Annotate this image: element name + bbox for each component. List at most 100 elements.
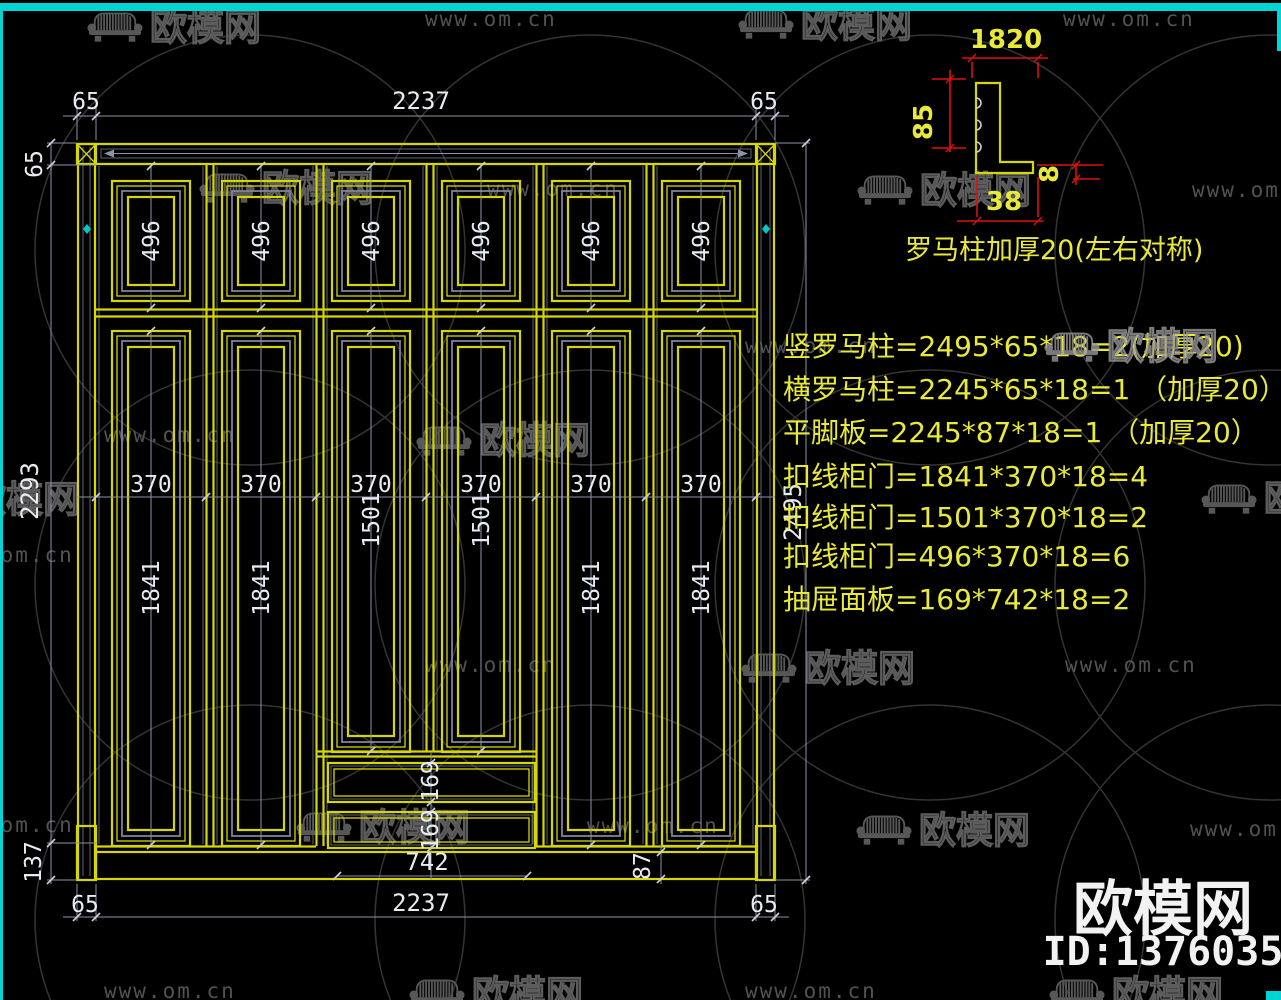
dim-label-bottom-width: 2237 bbox=[392, 889, 450, 917]
l-profile-shape bbox=[974, 81, 1035, 175]
watermark-url: www.om.cn bbox=[1065, 653, 1197, 677]
drawer-width-label: 742 bbox=[405, 848, 448, 876]
leader-arrow-right-icon bbox=[738, 149, 748, 158]
watermark-brand: 欧模网 bbox=[0, 478, 80, 521]
watermark-brand: 欧模网 bbox=[472, 973, 583, 1000]
dim-tick bbox=[91, 492, 761, 502]
parts-list-line: 竖罗马柱=2495*65*18=2(加厚20) bbox=[783, 330, 1244, 363]
parts-list: 竖罗马柱=2495*65*18=2(加厚20) 横罗马柱=2245*65*18=… bbox=[783, 330, 1281, 616]
parts-list-line: 抽屉面板=169*742*18=2 bbox=[783, 583, 1130, 616]
dim-tick bbox=[146, 161, 706, 313]
sofa-brand-watermark-bright: 欧模网 bbox=[1043, 324, 1219, 369]
tall-door-height-label: 1841 bbox=[139, 560, 165, 615]
watermark-url: www.om.cn bbox=[1190, 817, 1281, 841]
watermark-brand: 欧模网 bbox=[479, 419, 590, 462]
dim-label-body-height: 2293 bbox=[16, 462, 44, 520]
door-width-label: 370 bbox=[130, 472, 172, 498]
right-leg bbox=[754, 824, 777, 882]
drawer-height-label: 169 bbox=[418, 760, 444, 802]
dim-label-left-top: 65 bbox=[22, 150, 48, 178]
border-top bbox=[0, 3, 1281, 11]
top-door-height-label: 496 bbox=[359, 220, 385, 262]
wardrobe-elevation: 65 2237 65 65 2237 65 65 2293 137 2495 4… bbox=[16, 87, 811, 922]
top-door-height-label: 496 bbox=[139, 220, 165, 262]
tall-door-height-label: 1841 bbox=[689, 560, 715, 615]
leader-arrow-left-icon bbox=[104, 149, 114, 158]
parts-list-line: 横罗马柱=2245*65*18=1 （加厚20） bbox=[783, 373, 1281, 406]
circle-watermark-pattern bbox=[34, 34, 1281, 1000]
watermark-url: www.om.cn bbox=[1192, 178, 1281, 202]
dim-label-top-right: 65 bbox=[750, 89, 778, 115]
watermark-brand: 欧模网 bbox=[150, 6, 261, 49]
top-door-height-label: 496 bbox=[579, 220, 605, 262]
sheet-border bbox=[0, 3, 1281, 1000]
cabinet-frame bbox=[76, 142, 776, 880]
brand-logo-text: 欧模网 bbox=[1073, 875, 1253, 945]
left-leg bbox=[75, 824, 98, 882]
dim-label-plinth-height: 137 bbox=[21, 841, 47, 883]
parts-list-line: 平脚板=2245*87*18=1 （加厚20） bbox=[783, 416, 1259, 449]
border-left bbox=[0, 11, 3, 1000]
border-right bbox=[1277, 11, 1281, 51]
tall-door-height-label: 1841 bbox=[249, 560, 275, 615]
watermark-brand: 欧模网 bbox=[1107, 325, 1218, 368]
door-width-label: 370 bbox=[240, 472, 282, 498]
dim-tick bbox=[146, 326, 706, 850]
border-corner bbox=[1266, 991, 1281, 1000]
dim-tick bbox=[46, 138, 811, 885]
dim-tick bbox=[332, 758, 666, 884]
watermark-brand: 欧模网 bbox=[1112, 973, 1223, 1000]
parts-list-line: 扣线柜门=1841*370*18=4 bbox=[783, 460, 1148, 493]
base-height-label: 87 bbox=[630, 852, 656, 880]
top-door-height-label: 496 bbox=[469, 220, 495, 262]
mid-door-height-label: 1501 bbox=[359, 492, 385, 547]
model-id-text: ID:1376035 bbox=[1043, 929, 1281, 975]
mid-door-height-label: 1501 bbox=[469, 492, 495, 547]
dim-tick bbox=[72, 111, 780, 922]
tall-door-height-label: 1841 bbox=[579, 560, 605, 615]
watermark-brand: 欧模网 bbox=[920, 169, 1031, 212]
top-rail-inner-strip bbox=[100, 148, 752, 159]
corner-x-box bbox=[75, 142, 98, 166]
watermark-url: www.om.cn bbox=[104, 423, 236, 447]
dim-extension-line bbox=[47, 108, 810, 921]
dim-label-top-left: 65 bbox=[72, 89, 100, 115]
detail-dim-8: 8 bbox=[1035, 165, 1065, 183]
detail-dim-85: 85 bbox=[909, 104, 939, 140]
panel-shadow-lines bbox=[82, 147, 771, 876]
door-width-label: 370 bbox=[460, 472, 502, 498]
top-door-height-label: 496 bbox=[249, 220, 275, 262]
dim-label-bottom-right: 65 bbox=[750, 892, 778, 918]
corner-x-box bbox=[754, 142, 777, 166]
watermark-url: www.om.cn bbox=[745, 334, 877, 358]
watermark-brand: 欧模网 bbox=[919, 809, 1030, 852]
door-center-dim-line bbox=[150, 166, 702, 880]
dimension-lines bbox=[46, 108, 811, 922]
detail-caption: 罗马柱加厚20(左右对称) bbox=[905, 235, 1203, 266]
top-door-height-label: 496 bbox=[689, 220, 715, 262]
door-width-label: 370 bbox=[680, 472, 722, 498]
dim-label-top-width: 2237 bbox=[392, 87, 450, 115]
detail-dim-38: 38 bbox=[986, 187, 1022, 217]
watermark-url: www.om.cn bbox=[104, 979, 236, 1000]
detail-dim-1820: 1820 bbox=[970, 25, 1042, 55]
dimension-labels: 65 2237 65 65 2237 65 65 2293 137 2495 4… bbox=[16, 87, 807, 918]
watermark-url: www.om.cn bbox=[587, 814, 719, 838]
dim-label-bottom-left: 65 bbox=[71, 892, 99, 918]
door-width-label: 370 bbox=[350, 472, 392, 498]
watermark-url: www.om.cn bbox=[0, 813, 74, 837]
profile-detail: 1820 85 8 38 罗马柱加厚20(左右对称) bbox=[905, 25, 1203, 266]
parts-list-line: 扣线柜门=1501*370*18=2 bbox=[783, 501, 1148, 534]
drawer-height-label: 169 bbox=[418, 809, 444, 851]
detail-dim-ticks bbox=[945, 53, 1081, 226]
watermark-brand: 欧模网 bbox=[804, 647, 915, 690]
parts-list-line: 扣线柜门=496*370*18=6 bbox=[783, 540, 1130, 573]
watermark-brand: 欧模网 bbox=[1264, 477, 1281, 520]
dim-label-overall-height: 2495 bbox=[779, 483, 807, 541]
watermark-url: www.om.cn bbox=[0, 543, 74, 567]
